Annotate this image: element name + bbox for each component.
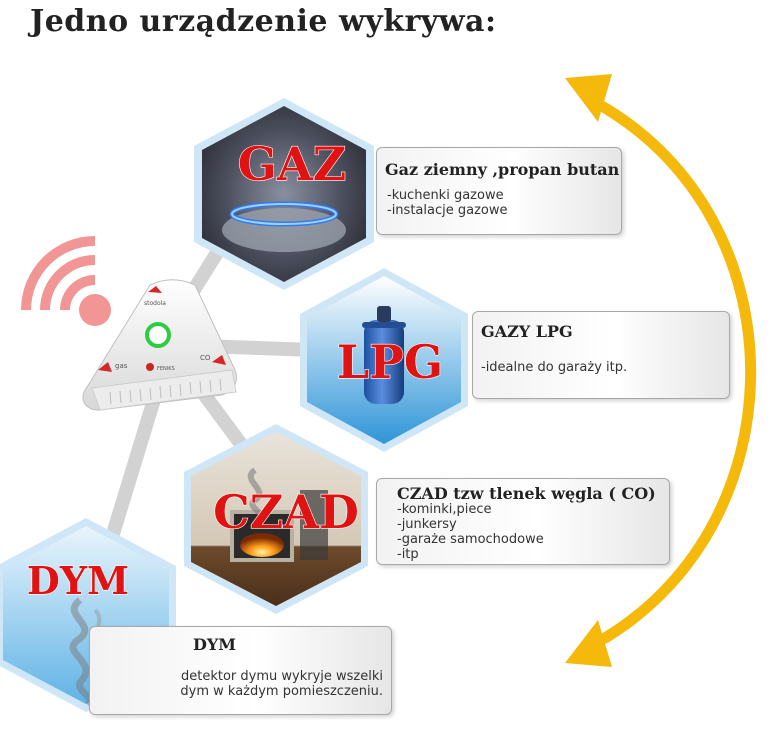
label-dym: DYM (27, 558, 129, 603)
led-indicator (145, 322, 171, 348)
card-lpg-heading: GAZY LPG (481, 322, 573, 341)
device-label-top: stodola (144, 300, 166, 307)
detector-device: stodola gas CO FENIKS (82, 279, 237, 411)
card-lpg: GAZY LPG -idealne do garaży itp. (472, 311, 730, 399)
card-dym-body: detektor dymu wykryje wszelki dym w każd… (180, 669, 383, 699)
card-lpg-body: -idealne do garaży itp. (481, 360, 628, 375)
cycle-arrow (565, 74, 757, 667)
card-gaz-body: -kuchenki gazowe -instalacje gazowe (387, 188, 508, 218)
card-gaz-heading: Gaz ziemny ,propan butan (385, 160, 620, 179)
card-dym-heading: DYM (193, 635, 237, 654)
page-title: Jedno urządzenie wykrywa: (30, 4, 497, 39)
label-gaz: GAZ (238, 137, 347, 191)
signal-waves (21, 236, 111, 326)
hex-gaz (194, 98, 374, 290)
card-dym: DYM detektor dymu wykryje wszelki dym w … (89, 626, 392, 715)
gas-cylinder-icon (362, 306, 406, 404)
hex-lpg (300, 268, 468, 452)
card-czad: CZAD tzw tlenek węgla ( CO) -kominki,pie… (376, 478, 670, 565)
label-lpg: LPG (337, 335, 443, 389)
card-czad-body: -kominki,piece -junkersy -garaże samocho… (397, 502, 544, 562)
device-brand: FENIKS (157, 366, 175, 372)
hex-czad (184, 424, 368, 614)
device-label-co: CO (200, 354, 211, 362)
device-label-gas: gas (115, 362, 128, 370)
label-czad: CZAD (213, 485, 359, 539)
card-gaz: Gaz ziemny ,propan butan -kuchenki gazow… (376, 147, 622, 235)
card-czad-heading: CZAD tzw tlenek węgla ( CO) (397, 484, 656, 503)
